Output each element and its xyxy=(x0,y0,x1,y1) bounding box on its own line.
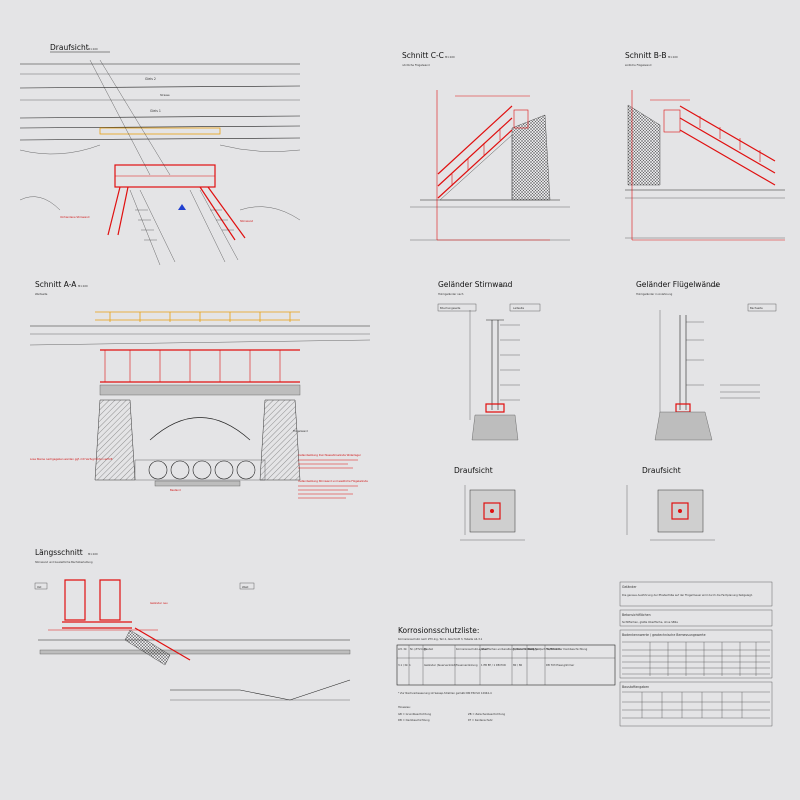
tab-creek-side: Bachseite xyxy=(750,306,763,310)
track-label-1: Gleis 1 xyxy=(150,109,161,113)
section-bb-scale: M1:100 xyxy=(668,55,678,59)
corrosion-legend-item: ZB = Zwischenbeschichtung xyxy=(468,712,505,716)
plan-detail-left: Draufsicht xyxy=(454,466,525,541)
section-bb-title: Schnitt B-B xyxy=(625,51,666,60)
bestand-label: Bestand xyxy=(170,488,181,492)
corrosion-header-cell: Stoff-Nr. nach TL/TP-KOR xyxy=(528,647,560,651)
corrosion-legend-item: KT = Kantenschutz xyxy=(468,718,493,722)
section-bb-sub: südliche Flügelwand xyxy=(625,63,652,67)
box-railing-text: Die genaue Ausführung der Pfostenfüße au… xyxy=(622,593,753,597)
corrosion-header-cell: Oberflächen-vorbereitung / Beschichtung xyxy=(481,647,535,651)
railing-wing-detail: Geländer Flügelwände M1:10 Holmgeländer … xyxy=(636,280,777,441)
street-label: Strasse xyxy=(160,93,170,97)
box-soil-title: Bodenkennwerte / geotechnische Bemessung… xyxy=(622,633,706,637)
section-cc: Schnitt C-C M1:100 nördliche Flügelwand xyxy=(402,51,570,241)
corrosion-header-cell: Farbtöne der Deckbeschichtung xyxy=(546,647,588,651)
label-east: Ost xyxy=(37,585,41,589)
plan-note-right: Stirnwand xyxy=(240,219,253,223)
new-railing-label: Geländer neu xyxy=(150,601,168,605)
corrosion-sub: Korrosionsschutz nach ZTV-Ing, Teil 4, A… xyxy=(398,637,483,641)
corrosion-header-cell: Nr. (ZTV-Ing) xyxy=(410,647,426,651)
plan-detail-right-title: Draufsicht xyxy=(642,466,681,475)
corrosion-row-cell: Geländer (feuerverzinkt) xyxy=(424,663,456,667)
corrosion-title: Korrosionsschutzliste: xyxy=(398,626,479,635)
long-section-sub: Stirnwand und bauzeitliche Bachüberleitu… xyxy=(35,560,93,564)
section-aa-title: Schnitt A-A xyxy=(35,280,77,289)
railing-headwall-title: Geländer Stirnwand xyxy=(438,280,513,289)
plan-railing xyxy=(99,127,221,135)
corrosion-legend-title: Hinweise: xyxy=(398,705,411,709)
railing-wing-sub: Holmgeländer in Anlehnung xyxy=(636,292,673,296)
rehab-title: Instandsetzung Durchlassstirnwände Wider… xyxy=(298,453,362,457)
railing-wing-title: Geländer Flügelwände xyxy=(636,280,721,289)
box-soil xyxy=(619,629,773,679)
section-bb: Schnitt B-B M1:100 südliche Flügelwand xyxy=(625,51,785,241)
railing-headwall-detail: Geländer Stirnwand M1:10 Holmgeländer na… xyxy=(437,280,541,441)
plan-note-left: Vorhandene Stirnwand xyxy=(60,215,90,219)
track-label-2: Gleis 2 xyxy=(145,77,156,81)
corrosion-row-cell: DB 703 Eisenglimmer xyxy=(546,663,575,667)
abutment-right xyxy=(259,399,301,481)
corrosion-header-cell: Teilschicht-dicke (µm) xyxy=(513,647,541,651)
info-boxes: Geländer Die genaue Ausführung der Pfost… xyxy=(619,581,773,727)
corrosion-footnote: * Zur Nachverbesserung ist Sweep-Strahle… xyxy=(398,691,492,695)
abutment-left xyxy=(94,399,136,481)
corrosion-row-cell: 1 EB EP / 1 DB PUR xyxy=(481,663,506,667)
corrosion-header-cell: Lfd. Nr. xyxy=(398,647,408,651)
corrosion-header-cell: Korrosionsschutz-system xyxy=(456,647,489,651)
section-aa-scale: M1:100 xyxy=(78,284,88,288)
plan-view-title: Draufsicht xyxy=(50,43,89,52)
tab-slope-side: Böschungsseite xyxy=(440,306,461,310)
corrosion-row-cell: 3.1 / Nr. 1 xyxy=(398,663,411,667)
long-section-scale: M1:100 xyxy=(88,552,98,556)
wing-rehab-title: Instandsetzung Stirnwand und westliche F… xyxy=(298,479,368,483)
plan-view-scale: M1:100 xyxy=(88,47,98,51)
label-west: West xyxy=(242,585,248,589)
box-concrete-text: Sichtflächen, glatte Oberfläche, ohne SB… xyxy=(622,620,678,624)
plan-detail-right: Draufsicht xyxy=(626,466,715,541)
railing-wing-scale: M1:10 xyxy=(710,284,718,288)
section-aa-sub: Wertseite xyxy=(35,292,48,296)
section-cc-title: Schnitt C-C xyxy=(402,51,444,60)
corrosion-header-cell: Bauteil xyxy=(424,647,433,651)
section-cc-scale: M1:100 xyxy=(445,55,455,59)
box-materials-title: Baustoffangaben xyxy=(622,685,649,689)
fluegelwand-label: Flügelwand xyxy=(293,429,308,433)
box-concrete xyxy=(619,609,773,627)
plan-view-main: Draufsicht M1:100 Gleis 2 Gleis 1 Strass… xyxy=(19,43,301,266)
railing-headwall-scale: M1:10 xyxy=(500,284,508,288)
box-railing-title: Geländer xyxy=(622,585,637,589)
corrosion-legend-item: DB = Deckbeschichtung xyxy=(398,718,430,722)
tab-side: Laitseite xyxy=(513,306,524,310)
box-concrete-title: Betonsichtflächen xyxy=(622,613,651,617)
plan-detail-left-title: Draufsicht xyxy=(454,466,493,475)
longitudinal-section: Längsschnitt M1:100 Stirnwand und bauzei… xyxy=(34,548,351,701)
box-materials xyxy=(619,681,773,727)
long-section-title: Längsschnitt xyxy=(35,548,83,557)
box-railing xyxy=(619,581,773,607)
corrosion-table: Korrosionsschutzliste: Korrosionsschutz … xyxy=(396,626,616,722)
left-note: Lose Steine nachgegeben werden ggf. mit … xyxy=(30,457,113,461)
section-aa: Schnitt A-A M1:100 Wertseite Flügelwand … xyxy=(29,280,371,499)
section-cc-sub: nördliche Flügelwand xyxy=(402,63,430,67)
corrosion-row-cell: Feuerverzinkung xyxy=(456,663,478,667)
railing-headwall-sub: Holmgeländer nach xyxy=(438,292,464,296)
corrosion-legend-item: GB = Grundbeschichtung xyxy=(398,712,431,716)
corrosion-row-cell: 80 / 80 xyxy=(513,663,522,667)
